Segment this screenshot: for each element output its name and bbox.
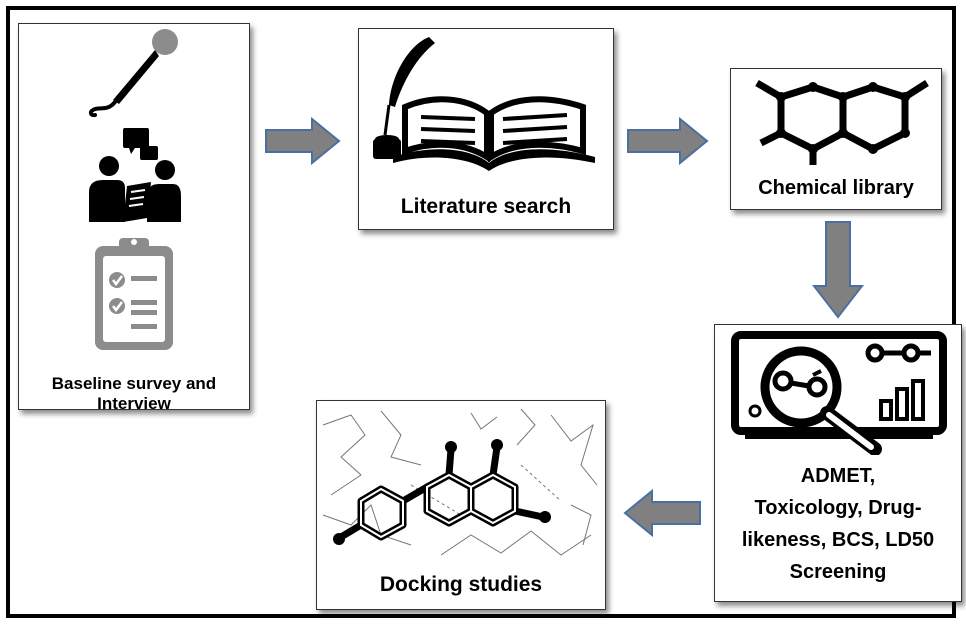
survey-box: Baseline survey and Interview [18,23,250,413]
arrow-library-to-admet [812,221,864,319]
quill-book-icon [373,37,595,171]
admet-label-line-1: ADMET, [800,465,876,487]
microphone-icon [88,29,178,118]
arrow-survey-to-literature [265,116,341,166]
docking-molecule-image [322,408,598,556]
library-box: Chemical library [730,68,942,210]
literature-label: Literature search [400,195,572,218]
docking-box: Docking studies [316,400,606,610]
arrow-literature-to-library [627,116,709,166]
interview-icon [89,128,181,222]
admet-label-line-4: Screening [789,561,887,583]
docking-label: Docking studies [379,573,543,596]
molecule-icon [755,79,929,165]
arrow-admet-to-docking [623,488,701,538]
survey-label: Baseline survey and Interview [51,374,217,413]
analysis-magnifier-icon [731,331,947,455]
admet-label-line-3: likeness, BCS, LD50 [741,529,935,551]
admet-label-line-2: Toxicology, Drug- [754,497,922,519]
library-label: Chemical library [758,177,914,199]
admet-box: ADMET, Toxicology, Drug- likeness, BCS, … [714,324,962,602]
clipboard-icon [95,238,173,350]
literature-box: Literature search [358,28,614,230]
